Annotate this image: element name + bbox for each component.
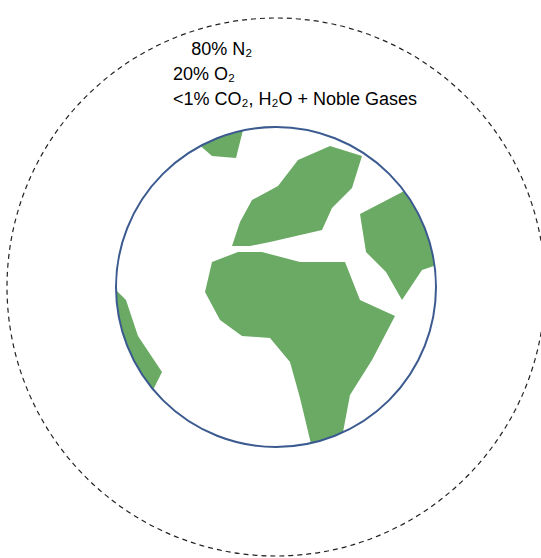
dashed-circle	[7, 18, 541, 556]
gas-composition: 20% O₂	[173, 62, 235, 86]
atmosphere-circle: 80% N₂20% O₂<1% CO₂, H₂O + Noble Gases	[6, 17, 541, 557]
continents	[108, 126, 445, 448]
globe-disc	[116, 127, 436, 447]
gas-composition: 80% N₂	[191, 37, 252, 61]
globe-outline	[116, 127, 436, 447]
gas-composition: <1% CO₂, H₂O + Noble Gases	[173, 87, 417, 111]
